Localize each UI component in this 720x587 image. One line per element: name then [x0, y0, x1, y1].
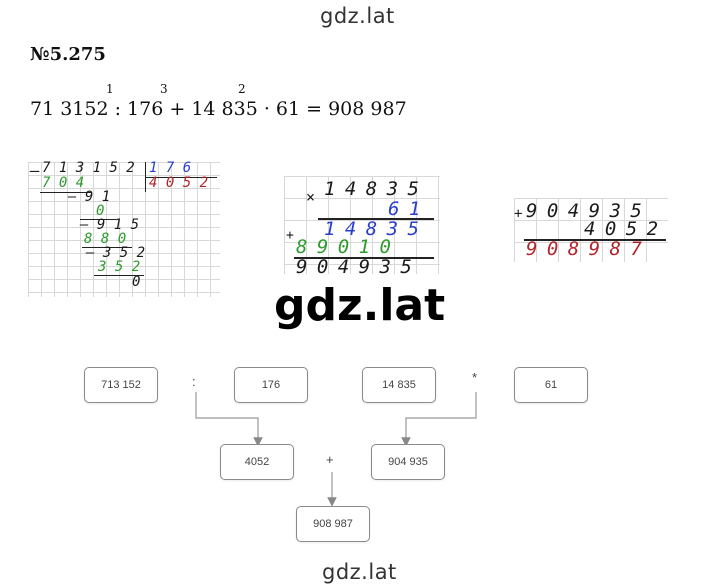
- partial-product-2: 8 9 0 1 0: [296, 236, 391, 258]
- partial-product-1: 1 4 8 3 5: [324, 218, 419, 240]
- multiply-sign: ×: [306, 188, 316, 206]
- order-mark-2: 2: [238, 82, 246, 96]
- division-step-5: 8 8 0: [84, 231, 127, 247]
- multiplication-plus: +: [286, 228, 294, 243]
- division-step-6: – 3 5 2: [86, 245, 146, 261]
- flow-box-divisor: 176: [234, 367, 308, 403]
- expression: 71 3152 : 176 + 14 835 · 61 = 908 987: [30, 98, 407, 120]
- addend-1: 9 0 4 9 3 5: [526, 200, 642, 222]
- division-step-4: – 9 1 5: [80, 217, 140, 233]
- divisor: 1 7 6: [149, 160, 192, 176]
- multiplicand: 1 4 8 3 5: [324, 178, 419, 200]
- site-name-top: gdz.lat: [320, 4, 395, 28]
- quotient: 4 0 5 2: [149, 175, 209, 191]
- addition-worksheet: + 9 0 4 9 3 5 4 0 5 2 9 0 8 9 8 7: [514, 198, 668, 262]
- division-horizontal-line: [145, 177, 217, 178]
- dividend: 7 1 3 1 5 2: [42, 160, 135, 176]
- flow-op-multiply: *: [472, 370, 478, 385]
- flow-box-multiplier: 61: [514, 367, 588, 403]
- division-step-3: 0: [96, 203, 105, 219]
- division-step-2: – 9 1: [68, 189, 111, 205]
- division-remainder: 0: [132, 274, 141, 290]
- sum: 9 0 8 9 8 7: [526, 238, 642, 260]
- multiplier: 6 1: [388, 198, 420, 220]
- product: 9 0 4 9 3 5: [296, 256, 411, 274]
- flow-box-multiplicand: 14 835: [362, 367, 436, 403]
- arrow-division-to-result: [195, 392, 263, 447]
- addition-plus: +: [514, 206, 523, 222]
- addend-2: 4 0 5 2: [584, 218, 658, 240]
- flow-box-dividend: 713 152: [84, 367, 158, 403]
- division-step-1: 7 0 4: [42, 175, 85, 191]
- division-worksheet: – 7 1 3 1 5 2 1 7 6 4 0 5 2 7 0 4 – 9 1 …: [28, 160, 220, 297]
- order-mark-1: 1: [106, 82, 114, 96]
- watermark: gdz.lat: [274, 280, 446, 331]
- multiplication-worksheet: × 1 4 8 3 5 6 1 1 4 8 3 5 + 8 9 0 1 0 9 …: [284, 176, 440, 274]
- flow-op-divide: :: [192, 374, 196, 389]
- flow-op-plus: +: [326, 452, 334, 467]
- flow-box-quotient: 4052: [220, 444, 294, 480]
- division-minus: –: [30, 161, 40, 180]
- flow-box-product: 904 935: [371, 444, 445, 480]
- division-step-7: 3 5 2: [98, 259, 141, 275]
- arrow-multiply-to-result: [401, 392, 477, 447]
- task-number: №5.275: [30, 44, 106, 65]
- order-mark-3: 3: [160, 82, 168, 96]
- site-name-bottom: gdz.lat: [322, 560, 397, 584]
- flow-box-final: 908 987: [296, 506, 370, 542]
